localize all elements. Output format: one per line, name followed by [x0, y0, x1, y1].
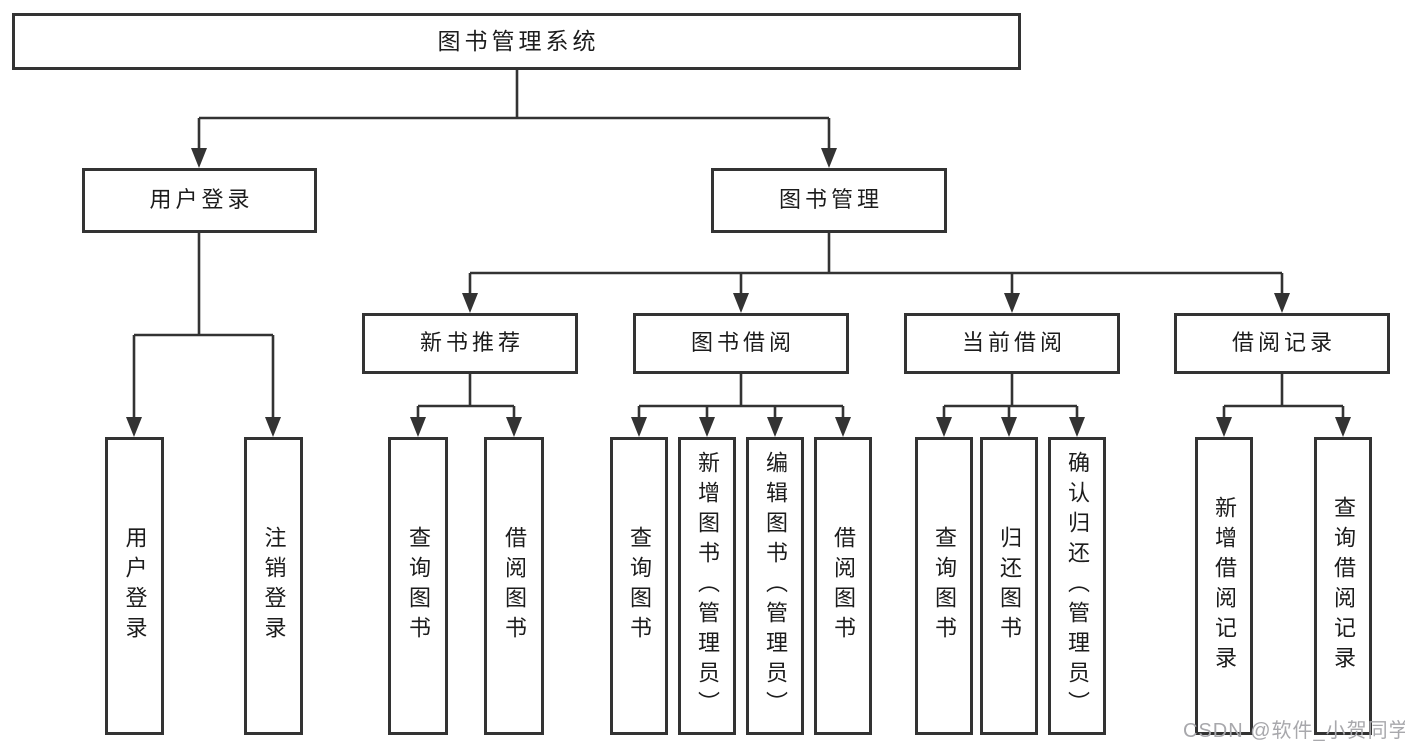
node-label: 归还图书 [997, 526, 1022, 646]
arrowhead-icon [1274, 293, 1290, 313]
node-label: 图书管理系统 [437, 27, 600, 54]
arrowhead-icon [631, 417, 647, 437]
connector-root-to-level2 [191, 70, 837, 168]
node-borrowing-records: 借阅记录 [1174, 313, 1390, 374]
node-add-book-admin: 新增图书（管理员） [678, 437, 736, 735]
node-return-books: 归还图书 [980, 437, 1038, 735]
node-edit-book-admin: 编辑图书（管理员） [746, 437, 804, 735]
arrowhead-icon [767, 417, 783, 437]
connector-book-management-children [462, 233, 1290, 313]
arrowhead-icon [699, 417, 715, 437]
node-label: 用户登录 [149, 187, 254, 213]
node-confirm-return-admin: 确认归还（管理员） [1048, 437, 1106, 735]
arrowhead-icon [506, 417, 522, 437]
node-label: 查询图书 [406, 526, 431, 646]
node-search-borrow-record: 查询借阅记录 [1314, 437, 1372, 735]
arrowhead-icon [410, 417, 426, 437]
arrowhead-icon [835, 417, 851, 437]
node-label: 借阅图书 [831, 526, 856, 646]
connector-book-borrowing-children [631, 374, 851, 437]
arrowhead-icon [1216, 417, 1232, 437]
node-user-login-action: 用户登录 [105, 437, 164, 735]
node-logout: 注销登录 [244, 437, 303, 735]
node-search-books-borrowing: 查询图书 [610, 437, 668, 735]
node-label: 注销登录 [261, 526, 287, 646]
node-search-books-current: 查询图书 [915, 437, 973, 735]
arrowhead-icon [1069, 417, 1085, 437]
arrowhead-icon [936, 417, 952, 437]
arrowhead-icon [191, 148, 207, 168]
arrowhead-icon [821, 148, 837, 168]
node-borrow-books-recommend: 借阅图书 [484, 437, 544, 735]
node-borrow-books: 借阅图书 [814, 437, 872, 735]
node-book-management-system: 图书管理系统 [12, 13, 1021, 70]
node-label: 新书推荐 [419, 330, 524, 356]
arrowhead-icon [126, 417, 142, 437]
arrowhead-icon [1335, 417, 1351, 437]
node-book-borrowing: 图书借阅 [633, 313, 849, 374]
node-label: 确认归还（管理员） [1065, 451, 1090, 721]
node-label: 新增图书（管理员） [695, 451, 720, 721]
node-label: 图书管理 [778, 187, 883, 213]
arrowhead-icon [265, 417, 281, 437]
node-search-books-recommend: 查询图书 [388, 437, 448, 735]
node-label: 图书借阅 [690, 330, 795, 356]
arrowhead-icon [1004, 293, 1020, 313]
node-label: 当前借阅 [961, 330, 1066, 356]
node-add-borrow-record: 新增借阅记录 [1195, 437, 1253, 735]
connector-user-login-children [126, 233, 281, 437]
node-label: 编辑图书（管理员） [763, 451, 788, 721]
connector-borrowing-records-children [1216, 374, 1351, 437]
connector-new-book-recommendation-children [410, 374, 522, 437]
node-label: 查询借阅记录 [1331, 496, 1356, 676]
node-user-login: 用户登录 [82, 168, 317, 233]
arrowhead-icon [733, 293, 749, 313]
node-current-borrowing: 当前借阅 [904, 313, 1120, 374]
node-label: 用户登录 [122, 526, 148, 646]
node-label: 新增借阅记录 [1212, 496, 1237, 676]
node-label: 查询图书 [627, 526, 652, 646]
node-label: 借阅记录 [1231, 330, 1336, 356]
node-book-management: 图书管理 [711, 168, 947, 233]
csdn-watermark: CSDN @软件_小贺同学 [1183, 720, 1405, 742]
node-new-book-recommendation: 新书推荐 [362, 313, 578, 374]
arrowhead-icon [462, 293, 478, 313]
arrowhead-icon [1001, 417, 1017, 437]
node-label: 借阅图书 [502, 526, 527, 646]
node-label: 查询图书 [932, 526, 957, 646]
connector-current-borrowing-children [936, 374, 1085, 437]
